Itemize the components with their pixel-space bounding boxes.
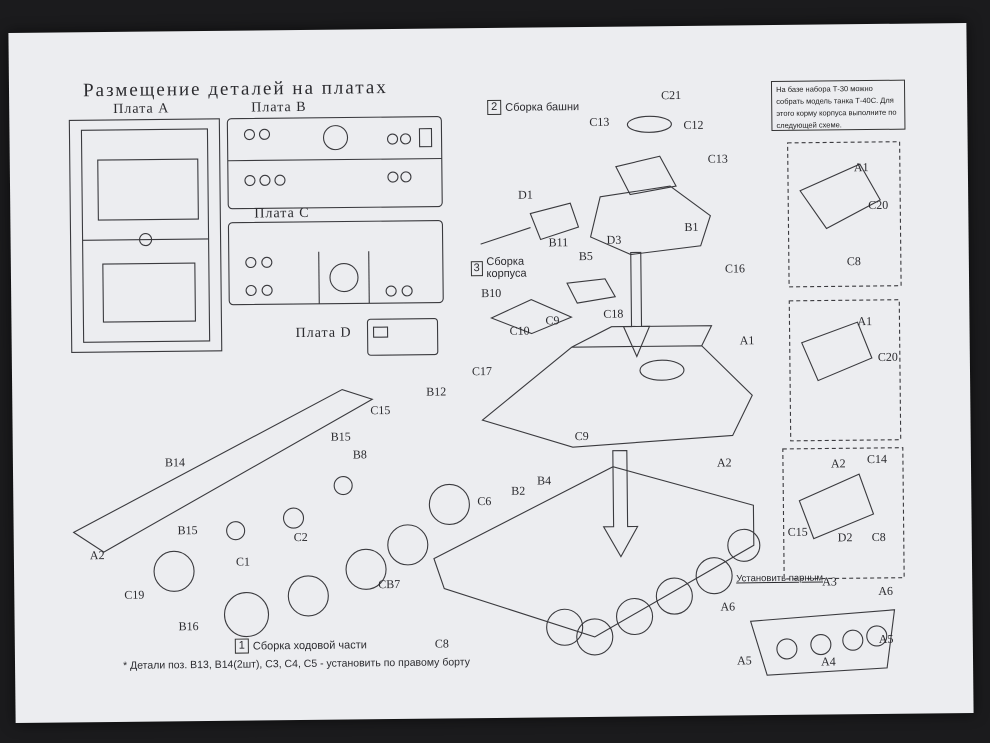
part-label: C21 — [661, 87, 682, 103]
part-label: A3 — [822, 574, 837, 589]
track-drawing — [749, 609, 896, 676]
inset-part-label: C8 — [871, 529, 886, 545]
inset-part-label: C8 — [846, 254, 861, 269]
step-label: Сборка башни — [505, 100, 580, 114]
part-label: B2 — [511, 483, 526, 498]
part-label: A6 — [720, 599, 736, 614]
hull-upper-drawing — [481, 298, 753, 448]
turret-drawing — [480, 115, 712, 304]
insets — [782, 141, 905, 580]
part-label: D3 — [606, 232, 622, 247]
part-label: C9 — [545, 313, 560, 328]
part-label: B12 — [426, 384, 447, 399]
part-label: B5 — [578, 248, 593, 264]
part-label: B8 — [352, 447, 367, 462]
part-label: C6 — [477, 494, 492, 509]
inset-part-label: A1 — [857, 314, 873, 329]
part-label: B15 — [177, 523, 198, 538]
part-label: C9 — [574, 428, 589, 444]
plate-d-label: Плата D — [295, 325, 352, 342]
part-label: B16 — [178, 619, 199, 634]
part-label: C15 — [370, 403, 391, 418]
step-chassis-heading: 1 Сборка ходовой части — [234, 637, 367, 654]
assembly-diagram — [68, 115, 905, 676]
part-label: C18 — [603, 306, 624, 321]
part-label: C2 — [293, 529, 308, 545]
part-label: D1 — [518, 187, 533, 202]
inset-part-label: C14 — [866, 451, 888, 467]
assembly-arrows — [602, 251, 651, 558]
part-label: CB7 — [378, 576, 401, 592]
part-label: B15 — [330, 429, 351, 444]
part-label: C19 — [124, 587, 145, 602]
plate-c-label: Плата С — [254, 205, 310, 222]
plate-a-label: Плата А — [113, 101, 170, 117]
part-label: C1 — [235, 554, 251, 569]
part-label: A1 — [739, 333, 755, 348]
part-label: B4 — [537, 473, 552, 488]
step-number: 3 — [470, 260, 483, 276]
inset-part-label: A2 — [830, 456, 846, 471]
inset-part-label: A1 — [853, 160, 869, 175]
step-number: 1 — [234, 638, 249, 654]
part-label: A2 — [89, 548, 105, 563]
part-label: C17 — [471, 363, 493, 379]
part-label: A2 — [716, 455, 732, 470]
part-label: C13 — [589, 114, 610, 129]
step-label: Сборка корпуса — [486, 255, 527, 281]
step-turret-heading: 2 Сборка башни — [487, 99, 580, 116]
part-label: A4 — [820, 654, 836, 669]
step-hull-heading: 3 Сборка корпуса — [470, 255, 551, 281]
chassis-drawing — [72, 388, 470, 638]
part-label: A5 — [736, 653, 752, 668]
step-label: Сборка ходовой части — [252, 638, 367, 653]
part-label: C13 — [707, 151, 728, 166]
part-label: C8 — [434, 636, 449, 651]
inset-part-label: C20 — [877, 349, 898, 364]
plate-d-sprue — [366, 318, 439, 356]
instruction-sheet: Размещение деталей на платах Плата А Пла… — [8, 23, 974, 723]
part-label: A6 — [878, 583, 894, 598]
page-title: Размещение деталей на платах — [82, 77, 388, 102]
part-label: B10 — [481, 285, 502, 301]
plate-a-sprue — [68, 118, 223, 353]
part-label: B14 — [164, 455, 186, 470]
plate-b-label: Плата В — [251, 99, 307, 116]
inset-parts — [798, 163, 881, 540]
track-note: Установить парным — [736, 572, 824, 585]
plate-b-sprue — [226, 115, 443, 210]
inset-part-label: D2 — [837, 530, 853, 545]
part-label: B1 — [684, 219, 699, 234]
inset-part-label: C15 — [787, 524, 808, 539]
part-label: A5 — [878, 631, 894, 646]
inset-part-label: C20 — [868, 197, 889, 213]
part-label: C10 — [509, 323, 530, 338]
variant-note: На базе набора Т-30 можно собрать модель… — [770, 79, 906, 132]
part-label: C16 — [724, 261, 746, 276]
step-number: 2 — [487, 99, 502, 116]
part-label: B11 — [548, 235, 569, 250]
part-label: C12 — [683, 117, 704, 132]
plate-c-sprue — [227, 219, 444, 306]
